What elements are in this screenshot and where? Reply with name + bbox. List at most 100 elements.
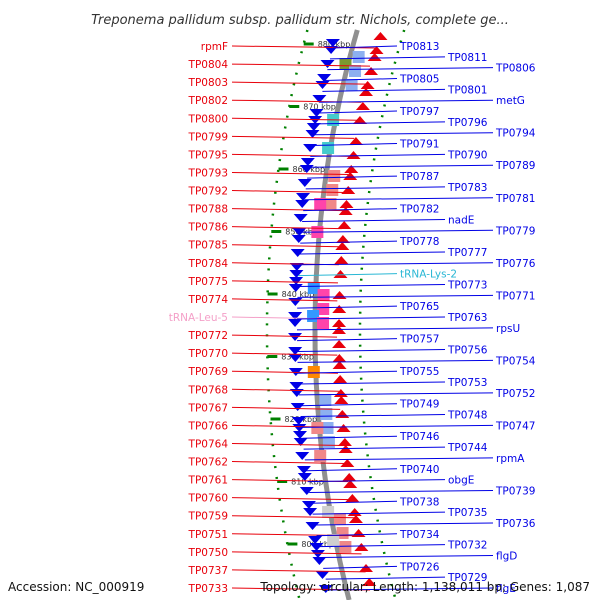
forward-gene-arrow	[341, 186, 356, 194]
feature-box	[339, 58, 352, 70]
gene-label-left: TP0764	[188, 438, 229, 450]
gene-label-right: TP0787	[399, 171, 439, 183]
forward-gene-arrow	[332, 319, 347, 327]
leader-line	[329, 56, 446, 60]
reverse-gene-arrow	[309, 543, 324, 551]
gene-label-right: TP0813	[399, 41, 439, 53]
leader-line	[231, 497, 352, 501]
gene-label-right: TP0801	[447, 84, 487, 96]
leader-line	[231, 190, 346, 194]
reverse-gene-arrow	[309, 109, 324, 117]
forward-gene-arrow	[332, 361, 347, 369]
reverse-gene-arrow	[296, 466, 311, 474]
gene-label-right: TP0806	[495, 63, 536, 75]
feature-box	[349, 65, 362, 77]
feature-box	[324, 198, 337, 210]
leader-line	[328, 587, 494, 591]
feature-box	[333, 513, 346, 525]
leader-line	[301, 229, 494, 233]
gene-label-left: TP0760	[188, 493, 228, 505]
gene-label-left: TP0770	[188, 348, 228, 360]
accession-text: Accession: NC_000919	[8, 580, 145, 594]
feature-box	[314, 450, 327, 462]
gene-label-right: TP0783	[447, 182, 487, 194]
forward-gene-arrow	[348, 515, 363, 523]
forward-gene-arrow	[343, 172, 358, 180]
reverse-gene-arrow	[291, 417, 306, 425]
reverse-gene-arrow	[317, 74, 332, 82]
reverse-gene-arrow	[306, 123, 321, 131]
forward-gene-arrow	[369, 46, 384, 54]
reverse-gene-arrow	[290, 249, 305, 257]
reverse-gene-arrow	[295, 200, 310, 208]
gene-label-right: TP0726	[399, 561, 440, 573]
forward-gene-arrow	[332, 326, 346, 334]
gene-label-right: metG	[496, 95, 525, 107]
gene-label-right: TP0782	[399, 204, 439, 216]
leader-line	[301, 424, 494, 428]
feature-box	[319, 394, 332, 406]
gene-label-right: tRNA-Lys-2	[400, 269, 457, 281]
leader-line	[297, 316, 446, 320]
leader-line	[307, 175, 398, 179]
gene-label-right: TP0778	[399, 236, 439, 248]
leader-line	[299, 403, 398, 407]
gene-label-right: TP0752	[495, 388, 535, 400]
leader-line	[318, 544, 446, 548]
gene-label-left: TP0766	[188, 420, 229, 432]
forward-gene-arrow	[334, 256, 349, 264]
gene-label-left: TP0800	[188, 113, 228, 125]
gene-label-right: TP0732	[447, 540, 487, 552]
reverse-gene-arrow	[288, 298, 303, 306]
gene-label-left: TP0786	[188, 222, 229, 234]
reverse-gene-arrow	[291, 235, 306, 243]
gene-label-right: TP0734	[399, 529, 440, 541]
gene-label-right: nadE	[448, 214, 474, 226]
forward-gene-arrow	[343, 480, 358, 488]
leader-line	[300, 240, 398, 244]
leader-line	[300, 414, 446, 418]
reverse-gene-arrow	[288, 354, 303, 362]
leader-line	[302, 218, 446, 222]
leader-line	[297, 283, 446, 287]
leader-line	[313, 132, 494, 136]
gene-label-right: TP0755	[399, 366, 439, 378]
gene-label-left: TP0785	[188, 240, 228, 252]
gene-label-right: TP0746	[399, 431, 440, 443]
leader-line	[314, 522, 494, 526]
leader-line	[296, 327, 494, 331]
feature-box	[345, 79, 358, 91]
leader-line	[306, 468, 398, 472]
leader-line	[231, 515, 355, 519]
forward-gene-arrow	[334, 396, 349, 404]
leader-line	[303, 446, 446, 450]
gene-label-left: rpmF	[201, 41, 228, 53]
leader-line	[231, 334, 338, 338]
feature-box	[321, 422, 334, 434]
reverse-gene-arrow	[301, 501, 316, 509]
reverse-gene-arrow	[305, 522, 320, 530]
reverse-gene-arrow	[325, 39, 340, 47]
gene-label-left: TP0803	[188, 77, 228, 89]
leader-line	[231, 244, 341, 248]
gene-label-left: TP0761	[188, 475, 228, 487]
leader-line	[316, 533, 398, 537]
gene-label-left: TP0793	[188, 167, 228, 179]
leader-line	[320, 554, 494, 558]
forward-gene-arrow	[354, 543, 369, 551]
forward-gene-arrow	[360, 81, 375, 89]
forward-gene-arrow	[335, 235, 350, 243]
reverse-gene-arrow	[300, 158, 315, 166]
forward-gene-arrow	[346, 151, 361, 159]
forward-gene-arrow	[337, 438, 352, 446]
reverse-gene-arrow	[308, 536, 323, 544]
gene-label-left: TP0768	[188, 384, 228, 396]
leader-line	[307, 479, 446, 483]
leader-line	[231, 63, 371, 67]
leader-line	[327, 67, 494, 71]
forward-gene-arrow	[358, 564, 373, 572]
gene-label-left: TP0769	[188, 366, 228, 378]
gene-label-left: TP0733	[188, 583, 228, 595]
leader-line	[304, 197, 494, 201]
